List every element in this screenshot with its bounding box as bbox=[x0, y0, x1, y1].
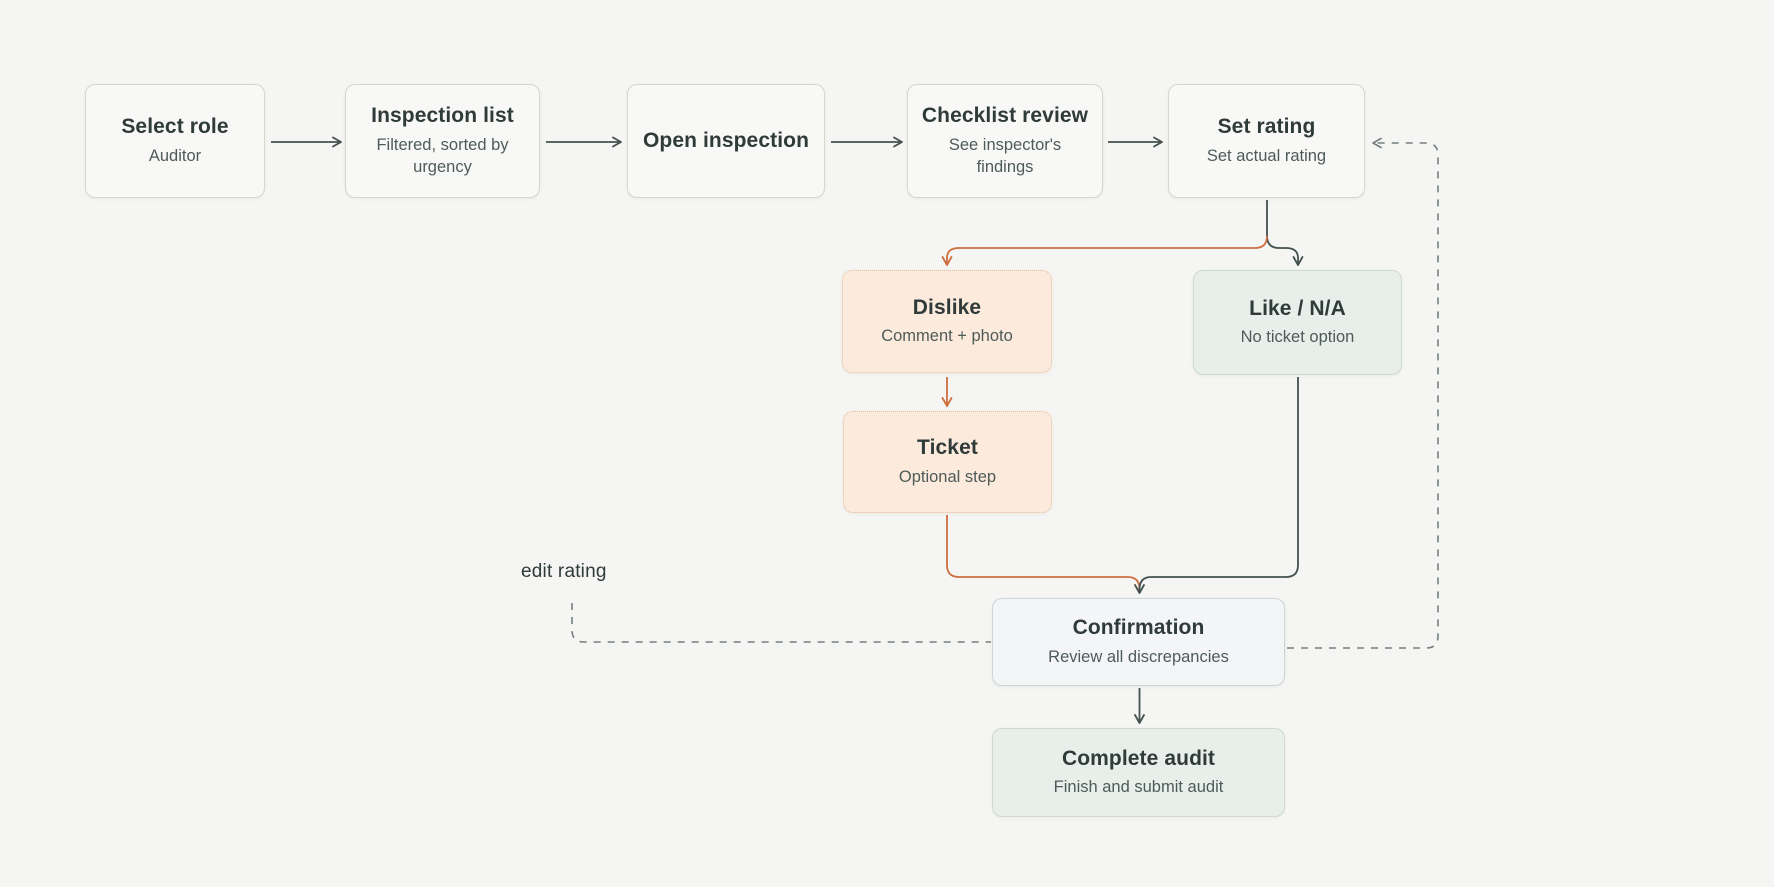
dashed-line-edit-rating bbox=[571, 603, 991, 643]
node-confirmation: Confirmation Review all discrepancies bbox=[992, 598, 1285, 686]
node-set-rating: Set rating Set actual rating bbox=[1168, 84, 1365, 198]
arrow-setrating-to-like bbox=[1266, 200, 1304, 266]
node-select-role: Select role Auditor bbox=[85, 84, 265, 198]
node-complete-audit: Complete audit Finish and submit audit bbox=[992, 728, 1285, 817]
edit-rating-label: edit rating bbox=[521, 561, 607, 582]
node-subtitle: See inspector's findings bbox=[948, 135, 1062, 176]
node-title: Checklist review bbox=[921, 104, 1089, 128]
node-title: Ticket bbox=[917, 436, 978, 460]
node-subtitle: Review all discrepancies bbox=[1048, 647, 1229, 666]
node-title: Complete audit bbox=[1061, 746, 1216, 770]
node-like-na: Like / N/A No ticket option bbox=[1193, 270, 1402, 375]
node-title: Set rating bbox=[1217, 115, 1316, 139]
node-subtitle: Optional step bbox=[898, 467, 997, 486]
node-subtitle: Filtered, sorted by urgency bbox=[376, 135, 509, 176]
line-ticket-to-merge bbox=[946, 515, 1141, 590]
node-title: Like / N/A bbox=[1249, 296, 1346, 320]
node-dislike: Dislike Comment + photo bbox=[842, 270, 1052, 373]
node-title: Inspection list bbox=[371, 104, 514, 128]
node-title: Dislike bbox=[912, 295, 982, 319]
node-subtitle: Comment + photo bbox=[881, 327, 1013, 346]
node-open-inspection: Open inspection bbox=[627, 84, 825, 198]
node-inspection-list: Inspection list Filtered, sorted by urge… bbox=[345, 84, 540, 198]
node-title: Open inspection bbox=[642, 128, 809, 152]
node-title: Confirmation bbox=[1072, 616, 1205, 640]
node-subtitle: Set actual rating bbox=[1206, 146, 1327, 165]
node-title: Select role bbox=[121, 115, 229, 139]
arrow-like-to-confirmation bbox=[1134, 377, 1299, 594]
arrow-setrating-to-dislike bbox=[941, 235, 1268, 266]
node-subtitle: No ticket option bbox=[1240, 328, 1355, 347]
node-checklist-review: Checklist review See inspector's finding… bbox=[907, 84, 1103, 198]
dashed-loop-confirmation-to-setrating bbox=[1287, 137, 1439, 649]
node-subtitle: Auditor bbox=[148, 146, 202, 165]
node-ticket: Ticket Optional step bbox=[843, 411, 1052, 513]
node-subtitle: Finish and submit audit bbox=[1053, 778, 1224, 797]
